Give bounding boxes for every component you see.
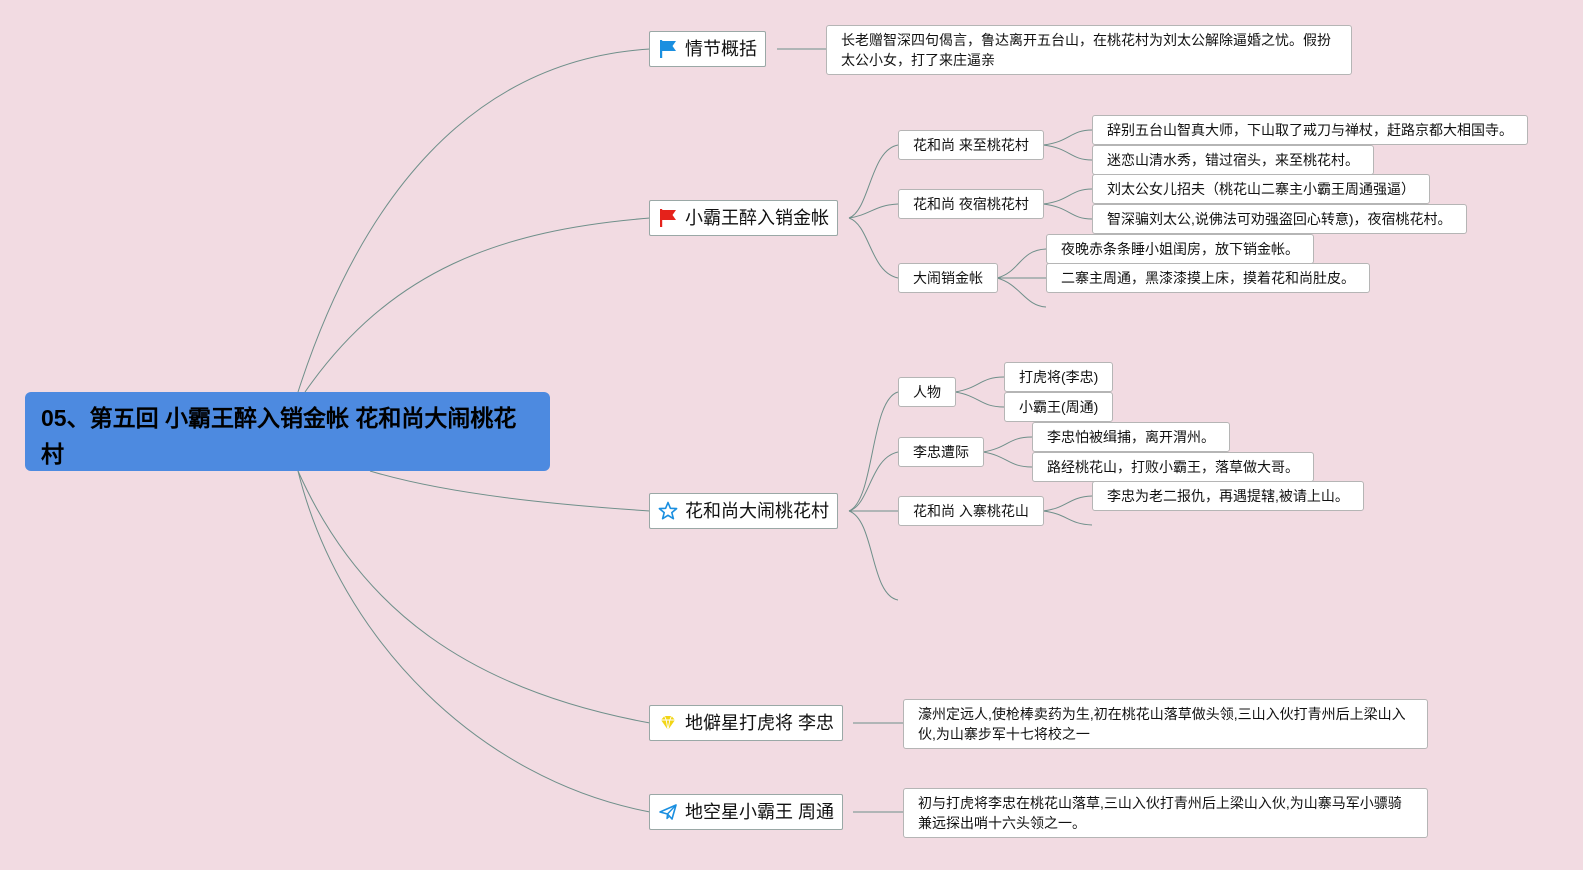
connector-b2-empty <box>848 510 899 601</box>
connector-b2-c2-i0 <box>1042 495 1093 512</box>
connector-b2-c2-empty <box>1042 510 1093 526</box>
item-miss-lodging[interactable]: 迷恋山清水秀，错过宿头，来至桃花村。 <box>1092 145 1374 175</box>
branch-label: 花和尚大闹桃花村 <box>685 501 829 521</box>
note-li-zhong[interactable]: 濠州定远人,使枪棒卖药为生,初在桃花山落草做头领,三山入伙打青州后上梁山入伙,为… <box>903 699 1428 749</box>
connector-b1-c1-i0 <box>1042 188 1093 205</box>
branch-label: 情节概括 <box>685 39 757 59</box>
branch-label: 地僻星打虎将 李忠 <box>685 713 835 733</box>
item-forced-marriage[interactable]: 刘太公女儿招夫（桃花山二寨主小霸王周通强逼） <box>1092 174 1430 204</box>
topic-characters[interactable]: 人物 <box>898 377 956 407</box>
topic-night-stay[interactable]: 花和尚 夜宿桃花村 <box>898 189 1044 219</box>
red-flag-icon <box>660 209 676 227</box>
diamond-icon <box>661 715 675 731</box>
note-zhou-tong[interactable]: 初与打虎将李忠在桃花山落草,三山入伙打青州后上梁山入伙,为山寨马军小骠骑兼远探出… <box>903 788 1428 838</box>
item-leave-wutai[interactable]: 辞别五台山智真大师，下山取了戒刀与禅杖，赶路京都大相国寺。 <box>1092 115 1528 145</box>
star-icon <box>658 501 678 520</box>
item-zhoutong-bed[interactable]: 二寨主周通，黑漆漆摸上床，摸着花和尚肚皮。 <box>1046 263 1370 293</box>
item-become-chief[interactable]: 路经桃花山，打败小霸王，落草做大哥。 <box>1032 452 1314 482</box>
item-trick-taigong[interactable]: 智深骗刘太公,说佛法可劝强盗回心转意)，夜宿桃花村。 <box>1092 204 1467 234</box>
connector-b2-c1-i0 <box>982 436 1033 453</box>
note-plot-summary[interactable]: 长老赠智深四句偈言，鲁达离开五台山，在桃花村为刘太公解除逼婚之忧。假扮太公小女，… <box>826 25 1352 75</box>
branch-drunk-bridal-curtain[interactable]: 小霸王醉入销金帐 <box>649 200 838 236</box>
topic-enter-camp[interactable]: 花和尚 入寨桃花山 <box>898 496 1044 526</box>
paper-plane-icon <box>659 804 677 820</box>
connector-b1-c1 <box>848 203 899 219</box>
connector-root-b1 <box>304 217 651 393</box>
connector-root-b4 <box>297 470 651 813</box>
topic-arrive-village[interactable]: 花和尚 来至桃花村 <box>898 130 1044 160</box>
topic-li-zhong-fate[interactable]: 李忠遭际 <box>898 437 984 467</box>
item-zhou-tong[interactable]: 小霸王(周通) <box>1004 392 1114 422</box>
connector-b1-c2-empty <box>996 277 1047 308</box>
connector-b2-c1 <box>848 451 899 512</box>
root-topic[interactable]: 05、第五回 小霸王醉入销金帐 花和尚大闹桃花村 <box>25 392 550 471</box>
branch-li-zhong[interactable]: 地僻星打虎将 李忠 <box>649 705 844 741</box>
branch-havoc-village[interactable]: 花和尚大闹桃花村 <box>649 493 838 529</box>
connector-b2-c0 <box>848 391 899 512</box>
connector-b1-c1-i1 <box>1042 203 1093 220</box>
blue-flag-icon <box>660 40 676 58</box>
connector-b1-c2-i0 <box>996 248 1047 279</box>
topic-bridal-curtain[interactable]: 大闹销金帐 <box>898 263 998 293</box>
item-flee-weizhou[interactable]: 李忠怕被缉捕，离开渭州。 <box>1032 422 1230 452</box>
item-li-zhong[interactable]: 打虎将(李忠) <box>1004 362 1114 392</box>
connector-b1-c0 <box>848 144 899 219</box>
branch-zhou-tong[interactable]: 地空星小霸王 周通 <box>649 794 844 830</box>
connector-b2-c0-i1 <box>954 391 1005 408</box>
branch-label: 地空星小霸王 周通 <box>685 802 835 822</box>
connector-root-b0 <box>297 48 651 393</box>
connector-b2-c1-i1 <box>982 451 1033 468</box>
connector-b1-c0-i1 <box>1042 144 1093 161</box>
connector-b1-c2 <box>848 217 899 279</box>
connector-root-b3 <box>297 470 651 724</box>
item-invited-uphill[interactable]: 李忠为老二报仇，再遇提辖,被请上山。 <box>1092 481 1364 511</box>
connector-b1-c0-i0 <box>1042 129 1093 146</box>
branch-label: 小霸王醉入销金帐 <box>685 208 829 228</box>
branch-plot-summary[interactable]: 情节概括 <box>649 31 766 67</box>
connector-root-b2 <box>369 470 651 512</box>
connector-b2-c0-i0 <box>954 376 1005 393</box>
item-sleep-boudoir[interactable]: 夜晚赤条条睡小姐闺房，放下销金帐。 <box>1046 234 1314 264</box>
